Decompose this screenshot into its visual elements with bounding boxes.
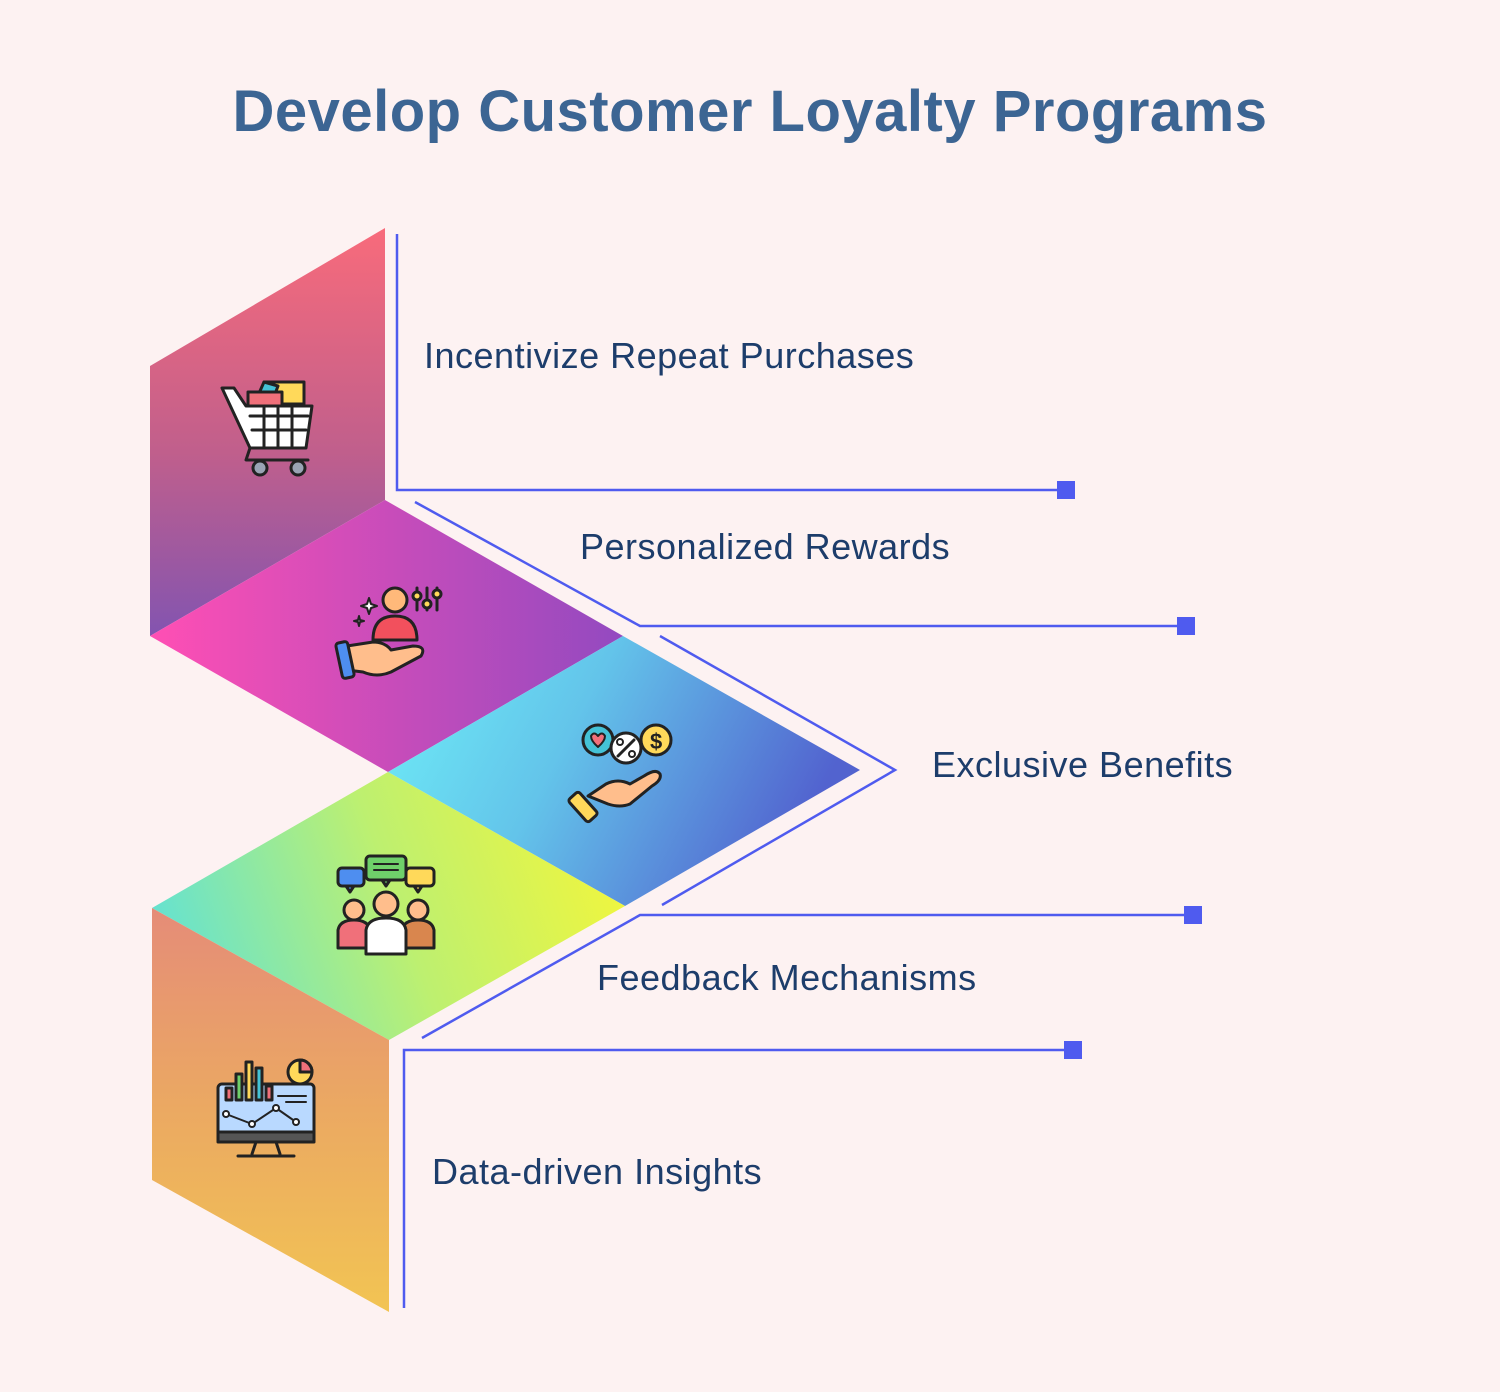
segment-exclusive (388, 636, 860, 906)
marker-feedback (1184, 906, 1202, 924)
coins-hand-icon: $ (567, 723, 673, 824)
marker-personalized (1177, 617, 1195, 635)
page-title: Develop Customer Loyalty Programs (232, 79, 1268, 144)
connector-personalized (414, 500, 1186, 628)
person-hand-icon (334, 586, 443, 680)
connector-feedback (421, 913, 1193, 1040)
connector-incentivize (395, 234, 1066, 492)
label-personalized: Personalized Rewards (580, 526, 950, 567)
marker-data-driven (1064, 1041, 1082, 1059)
marker-incentivize (1057, 481, 1075, 499)
label-data-driven: Data-driven Insights (432, 1151, 762, 1192)
connector-lines (395, 234, 1193, 1308)
connector-exclusive (659, 634, 898, 907)
connector-data-driven (402, 1048, 1073, 1308)
shopping-cart-icon (220, 380, 314, 477)
label-exclusive: Exclusive Benefits (932, 744, 1233, 785)
team-chat-icon (336, 854, 436, 956)
label-feedback: Feedback Mechanisms (597, 957, 977, 998)
analytics-monitor-icon (216, 1058, 316, 1158)
svg-text:$: $ (650, 729, 662, 754)
label-incentivize: Incentivize Repeat Purchases (424, 335, 914, 376)
